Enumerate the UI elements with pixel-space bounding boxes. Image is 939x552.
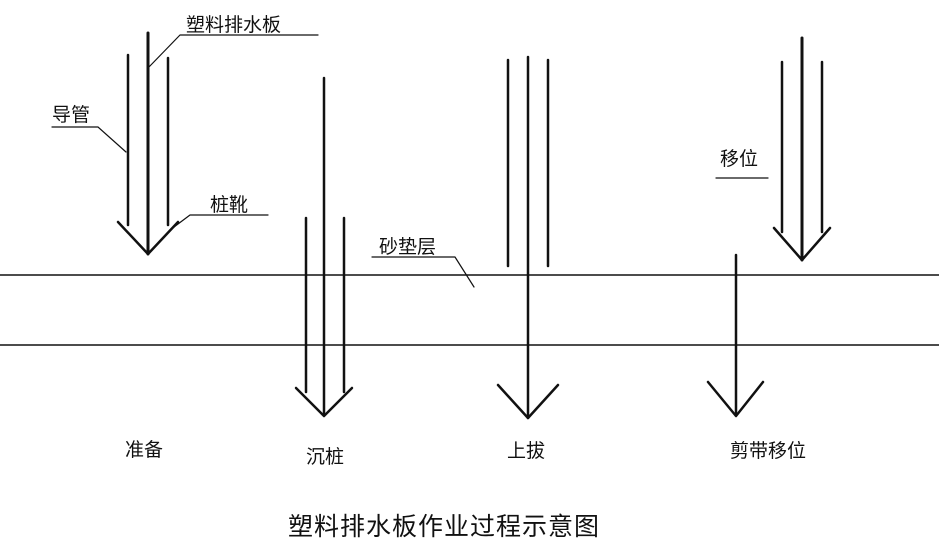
pile-shoe-arrowhead	[294, 386, 354, 418]
stage-label-sink: 沉桩	[306, 446, 345, 468]
guide-pipe-leader	[51, 126, 127, 153]
pile-shoe-arrowhead	[706, 380, 765, 418]
pile-shoe-arrowhead	[772, 226, 832, 262]
stage-pull-assembly	[496, 55, 560, 420]
shift-label: 移位	[720, 148, 759, 170]
pile-shoe-arrowhead	[496, 383, 560, 420]
sand-cushion-label: 砂垫层	[379, 236, 437, 258]
stage-label-pull: 上拔	[507, 440, 546, 462]
stage-label-prepare: 准备	[125, 439, 164, 461]
pile-shoe-leader	[169, 214, 269, 231]
guide-pipe-label: 导管	[52, 104, 91, 126]
diagram-caption: 塑料排水板作业过程示意图	[288, 512, 601, 541]
pile-shoe-arrowhead	[116, 220, 180, 256]
stage-sink-assembly	[294, 76, 354, 418]
drain-board-label: 塑料排水板	[186, 14, 282, 36]
callout-leaders	[51, 34, 769, 288]
stage-label-cut-shift: 剪带移位	[730, 440, 807, 462]
stage-cut-shift-assembly	[706, 36, 832, 418]
drain-board-leader	[147, 34, 319, 69]
stage-prepare-assembly	[116, 31, 180, 256]
sand-cushion-leader	[371, 256, 475, 288]
pile-shoe-label: 桩靴	[210, 194, 249, 216]
